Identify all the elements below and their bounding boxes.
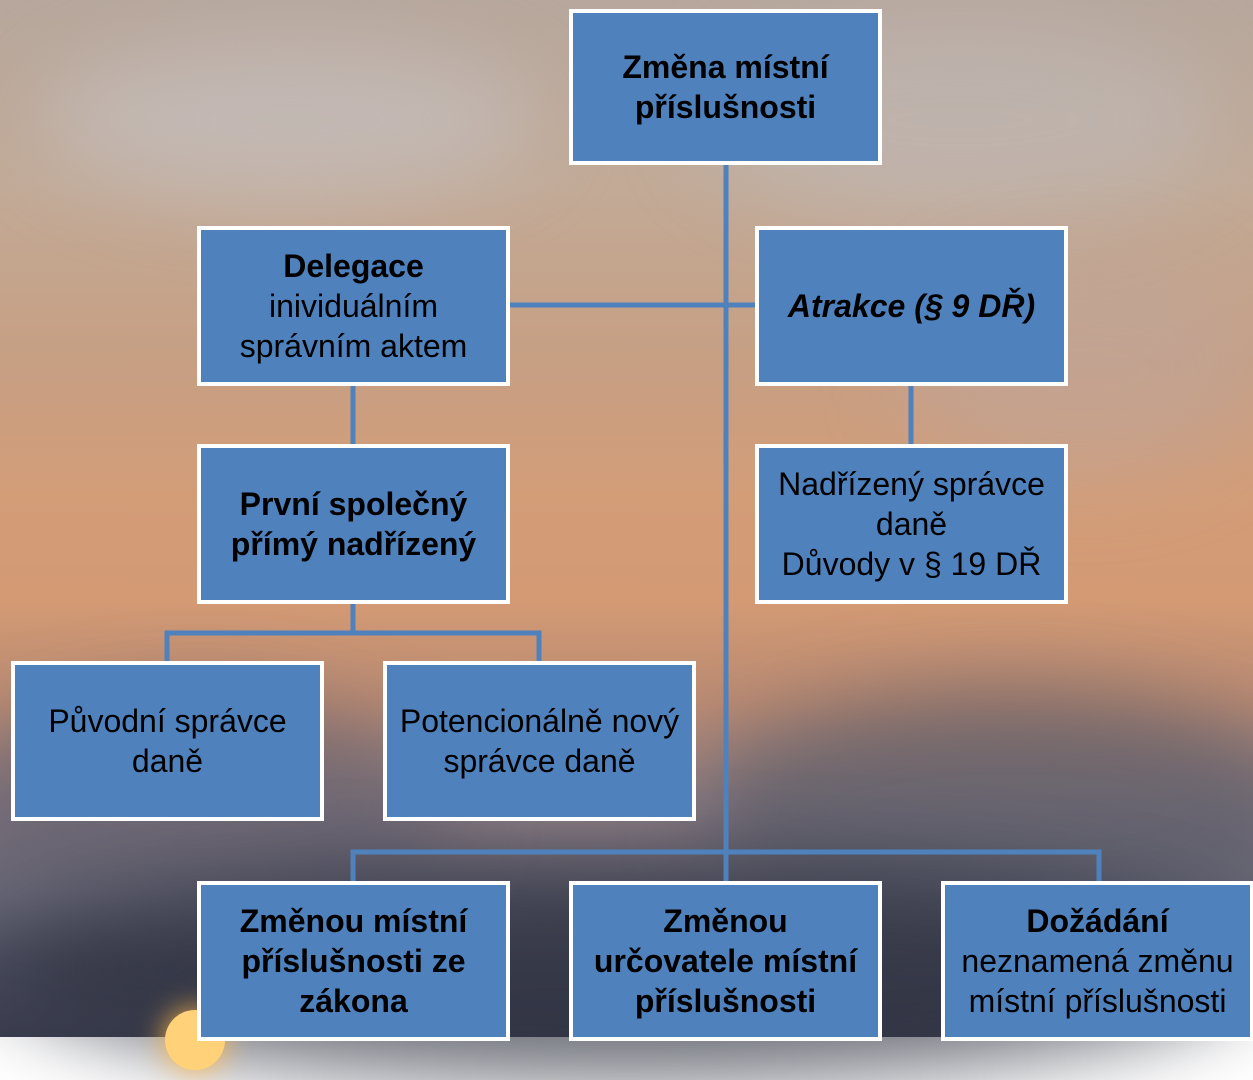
node-label: příslušnosti <box>634 89 817 125</box>
node-puvodni-spravce-dane: Původní správce daně <box>11 661 324 821</box>
node-label: správním aktem <box>239 328 468 364</box>
node-title: Delegace <box>283 248 424 284</box>
node-nadrizeny-spravce-dane: Nadřízený správce daně Důvody v § 19 DŘ <box>755 444 1068 604</box>
node-potencionalne-novy-spravce-dane: Potencionálně nový správce daně <box>383 661 696 821</box>
node-label: přímý nadřízený <box>230 526 477 562</box>
node-label: Změna místní <box>622 49 829 85</box>
node-label: Původní správce <box>48 703 287 739</box>
node-label: inividuálním <box>269 288 438 324</box>
connector-prvni-children <box>164 630 542 664</box>
node-label: Nadřízený správce <box>778 466 1045 502</box>
node-delegace: Delegace inividuálním správním aktem <box>197 226 510 386</box>
node-zmena-mistni-prislusnosti: Změna místní příslušnosti <box>569 9 882 165</box>
node-label: daně <box>875 506 948 542</box>
node-zmenou-mistni-prislusnosti-ze-zakona: Změnou místní příslušnosti ze zákona <box>197 881 510 1041</box>
node-label: daně <box>131 743 204 779</box>
node-label: Důvody v § 19 DŘ <box>781 546 1042 582</box>
node-label: zákona <box>299 983 408 1019</box>
node-label: příslušnosti <box>634 983 817 1019</box>
node-atrakce: Atrakce (§ 9 DŘ) <box>755 226 1068 386</box>
node-label: První společný <box>239 486 468 522</box>
node-title: Dožádání <box>1026 903 1169 939</box>
node-label: Potencionálně nový <box>399 703 680 739</box>
node-label: určovatele místní <box>593 943 858 979</box>
node-title: Atrakce (§ 9 DŘ) <box>787 288 1036 324</box>
node-label: Změnou místní <box>239 903 468 939</box>
node-zmenou-urcovatele: Změnou určovatele místní příslušnosti <box>569 881 882 1041</box>
connector-lines <box>164 163 1102 884</box>
node-label: místní příslušnosti <box>968 983 1227 1019</box>
node-label: správce daně <box>443 743 636 779</box>
node-dozadani: Dožádání neznamená změnu místní příslušn… <box>941 881 1253 1041</box>
node-label: příslušnosti ze <box>241 943 466 979</box>
node-prvni-spolecny-primy-nadrizeny: První společný přímý nadřízený <box>197 444 510 604</box>
node-label: neznamená změnu <box>961 943 1234 979</box>
node-label: Změnou <box>663 903 788 939</box>
